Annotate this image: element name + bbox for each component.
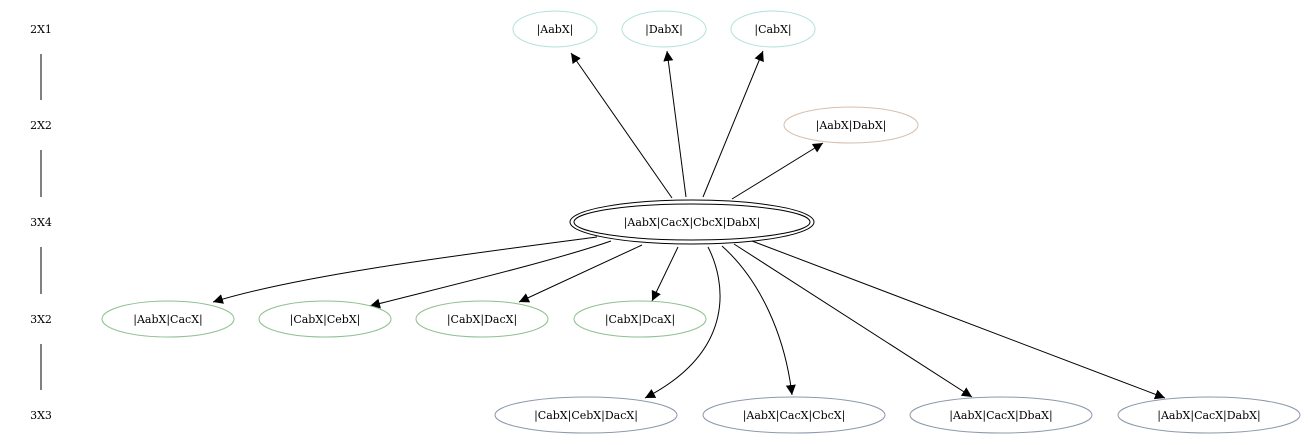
graph-node[interactable]: |AabX| — [512, 10, 598, 48]
graph-node[interactable]: |CabX|CebX|DacX| — [494, 396, 678, 434]
edge-center-to-aabx — [570, 52, 673, 199]
node-ellipse — [258, 300, 392, 338]
node-label: |AabX|CacX|DabX| — [1157, 409, 1260, 423]
graph-node[interactable]: |AabX|CacX|CbcX| — [702, 396, 886, 434]
node-ellipse — [512, 10, 598, 48]
edge-center-to-aabx-dabx — [731, 142, 824, 200]
graph-node[interactable]: |AabX|CacX| — [101, 300, 235, 338]
edge-center-to-aabx-cacx-cbcx — [721, 245, 796, 396]
edge-center-to-dabx — [663, 50, 687, 198]
node-ellipse — [702, 396, 886, 434]
graph-node[interactable]: |AabX|DabX| — [783, 106, 919, 144]
node-ellipse — [1117, 396, 1301, 434]
rank-label-3x3: 3X3 — [30, 409, 52, 422]
node-label: |AabX| — [537, 23, 574, 37]
node-ellipse — [909, 396, 1093, 434]
rank-axis: 2X1 2X2 3X4 3X2 3X3 — [30, 23, 52, 422]
node-ellipse — [621, 10, 707, 48]
edge-center-to-cabx-cebx-dacx — [644, 246, 721, 399]
edge-center-to-aabx-cacx — [212, 236, 598, 304]
node-ellipse — [101, 300, 235, 338]
node-ellipse — [415, 300, 549, 338]
node-ellipse-inner — [573, 203, 811, 241]
node-label: |CabX|CebX|DacX| — [534, 409, 638, 423]
edge-center-to-cabx — [702, 50, 764, 198]
edge-center-to-aabx-cacx-dbax — [733, 243, 973, 398]
graph-node-root[interactable]: |AabX|CacX|CbcX|DabX| — [569, 199, 815, 245]
graph-node[interactable]: |DabX| — [621, 10, 707, 48]
rank-label-3x2: 3X2 — [30, 313, 52, 326]
node-label: |AabX|CacX| — [133, 313, 202, 327]
graph-node[interactable]: |AabX|CacX|DabX| — [1117, 396, 1301, 434]
graph-node[interactable]: |CabX|DacX| — [415, 300, 549, 338]
node-ellipse — [573, 300, 707, 338]
node-label: |AabX|CacX|CbcX|DabX| — [624, 216, 761, 230]
node-label: |AabX|CacX|DbaX| — [949, 409, 1052, 423]
rank-label-3x4: 3X4 — [30, 216, 52, 229]
node-label: |AabX|DabX| — [816, 119, 887, 133]
graph-node[interactable]: |CabX|CebX| — [258, 300, 392, 338]
edge-center-to-aabx-cacx-dabx — [751, 240, 1166, 400]
node-label: |CabX| — [754, 23, 791, 37]
node-label: |CabX|DacX| — [447, 313, 517, 327]
node-label: |DabX| — [645, 23, 683, 37]
node-label: |AabX|CacX|CbcX| — [743, 409, 846, 423]
edge-center-to-cabx-dcax — [651, 246, 679, 302]
edges-layer — [212, 50, 1166, 400]
rank-label-2x2: 2X2 — [30, 119, 52, 132]
node-ellipse — [494, 396, 678, 434]
graph-node[interactable]: |CabX|DcaX| — [573, 300, 707, 338]
node-ellipse — [730, 10, 816, 48]
node-label: |CabX|CebX| — [290, 313, 361, 327]
graph-node[interactable]: |AabX|CacX|DbaX| — [909, 396, 1093, 434]
edge-center-to-cabx-cebx — [369, 240, 612, 309]
node-label: |CabX|DcaX| — [605, 313, 675, 327]
node-ellipse — [783, 106, 919, 144]
rank-label-2x1: 2X1 — [30, 23, 52, 36]
node-ellipse-outer — [569, 199, 815, 245]
graph-node[interactable]: |CabX| — [730, 10, 816, 48]
edge-center-to-cabx-dacx — [518, 244, 643, 303]
nodes-layer: |AabX| |DabX| |CabX| |AabX|DabX| |AabX|C… — [101, 10, 1301, 434]
